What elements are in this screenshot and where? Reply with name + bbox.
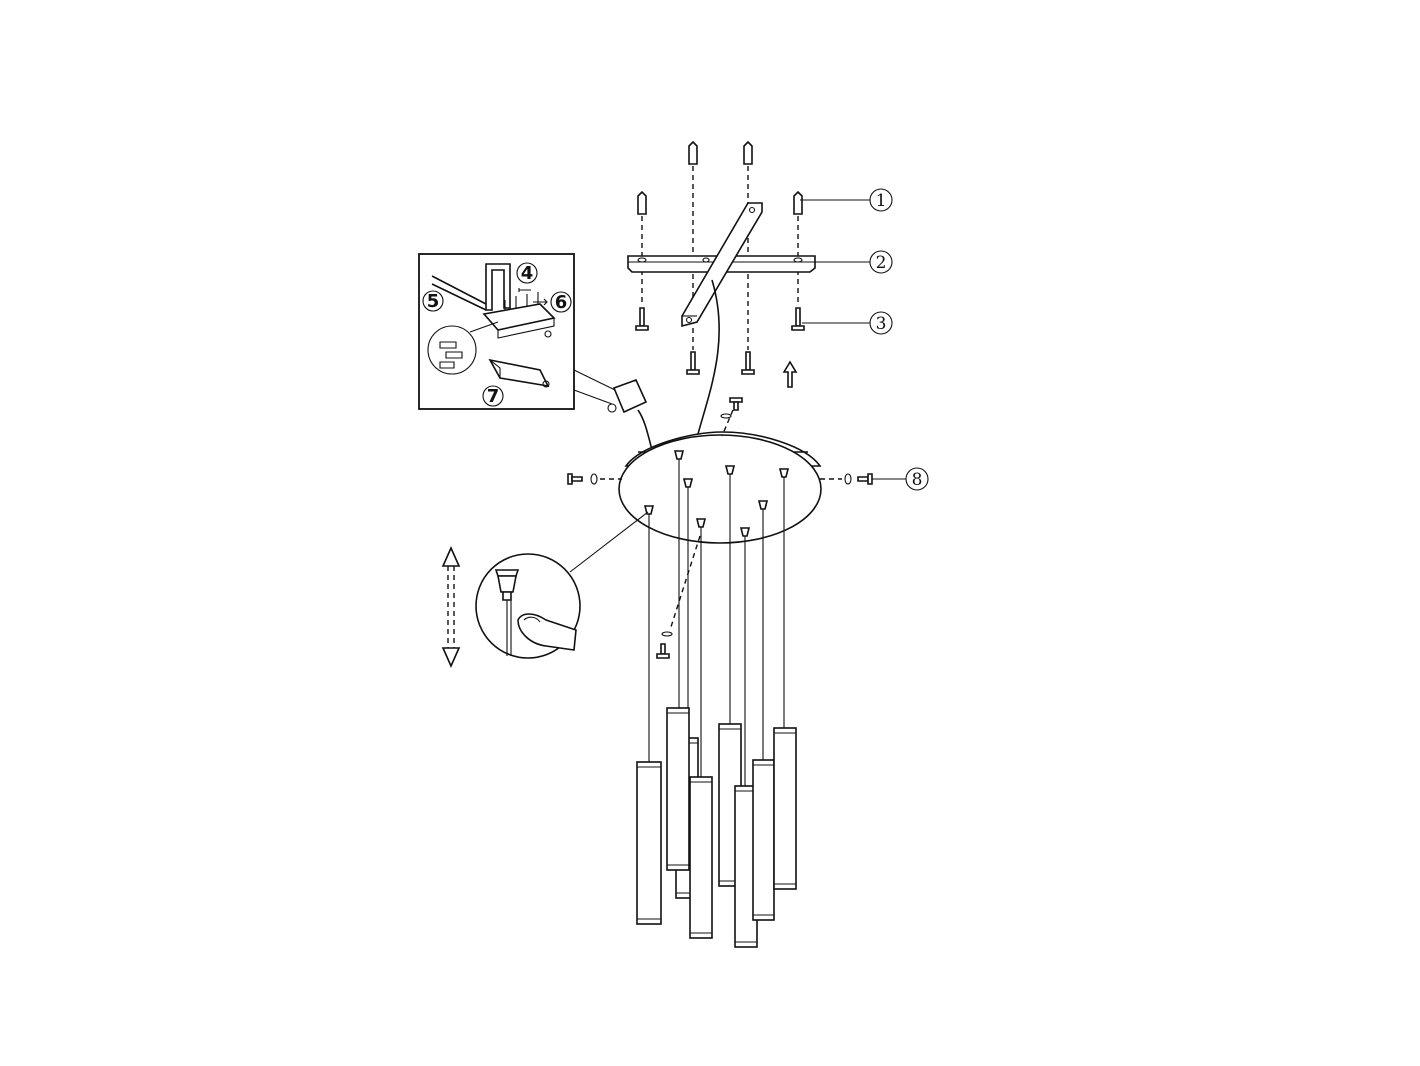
mounting-screw [791,307,805,331]
pendant-tube [636,761,662,925]
wiring-detail-inset [418,253,575,410]
wall-anchor [637,190,647,215]
svg-text:3: 3 [876,314,887,334]
pendant-tube [752,759,775,921]
canopy-side-screw-left [567,473,622,485]
suspension-wires [643,450,790,786]
canopy-bottom-screw [656,535,701,659]
up-arrow-icon [782,360,798,388]
svg-text:1: 1 [876,191,887,211]
pendant-tubes [636,707,797,948]
junction-box [607,378,653,451]
callout-3: 3 [802,311,893,335]
callout-4: 4 [516,262,538,284]
height-adjust-detail [475,511,649,659]
canopy [618,431,822,544]
callout-6: 6 [550,291,572,313]
wall-anchor [743,140,753,165]
callout-8: 8 [872,467,929,491]
callout-1: 1 [800,188,893,212]
wall-anchor [793,190,803,215]
inset-leader [573,389,613,405]
cross-bar-bracket [627,202,816,328]
callout-7: 7 [482,385,504,407]
pendant-tube [773,727,797,890]
canopy-top-screw [720,397,743,437]
inset-leader [573,369,616,391]
double-arrow-icon [441,546,461,668]
svg-text:2: 2 [876,253,887,273]
power-cable [697,279,720,435]
canopy-side-screw-right [820,473,873,485]
mounting-screw [686,351,700,375]
mounting-screw [635,307,649,331]
svg-text:4: 4 [521,263,534,284]
mounting-screw [741,351,755,375]
callout-5: 5 [422,290,444,312]
pendant-tube [689,776,713,939]
svg-text:8: 8 [912,470,923,490]
callout-2: 2 [815,250,893,274]
pendant-tube [666,707,690,871]
svg-text:5: 5 [427,291,440,312]
svg-text:6: 6 [555,292,568,313]
svg-text:7: 7 [487,386,500,407]
wall-anchor [688,140,698,165]
